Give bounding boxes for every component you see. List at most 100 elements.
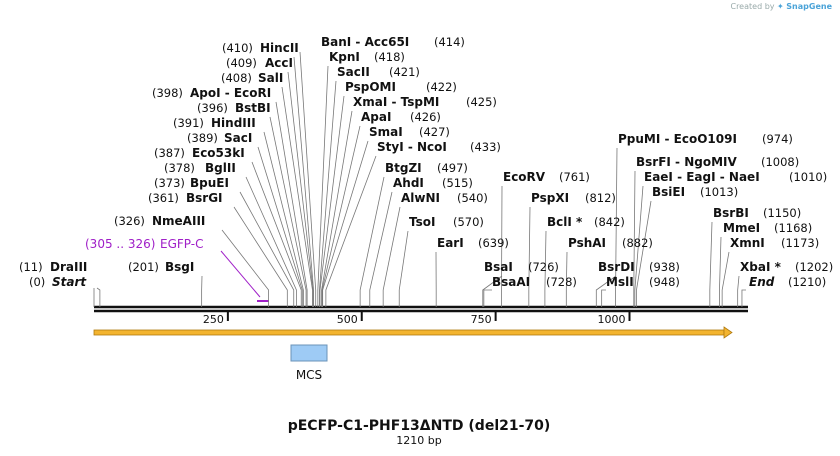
- site-hindiii[interactable]: HindIII(391): [173, 116, 256, 130]
- site-position: (421): [389, 65, 420, 79]
- site-name: MmeI: [723, 221, 760, 235]
- site-pshai[interactable]: PshAI(882): [568, 236, 653, 250]
- site-leader-ppumi-ecoo109i: [615, 147, 618, 307]
- site-leader-lines: [93, 51, 746, 307]
- site-name: BsrFI - NgoMIV: [636, 155, 737, 169]
- site-bani-acc65i[interactable]: BanI - Acc65I(414): [321, 35, 465, 49]
- site-name: HindIII: [211, 116, 256, 130]
- site-leader-bani-acc65i: [299, 51, 317, 307]
- site-acci[interactable]: AccI(409): [226, 56, 293, 70]
- site-styi-ncoi[interactable]: StyI - NcoI(433): [377, 140, 501, 154]
- site-name: BstBI: [235, 101, 271, 115]
- site-position: (1013): [700, 185, 738, 199]
- site-pspxi[interactable]: PspXI(812): [531, 191, 616, 205]
- site-labels: DraIII (11)Start(0) BsgI(201) NmeAIII(326) B…: [19, 35, 833, 289]
- credit-prefix: Created by: [730, 2, 775, 11]
- site-leader-ahdi: [369, 191, 393, 307]
- site-position: (414): [434, 35, 465, 49]
- site-saci[interactable]: SacI(389): [187, 131, 252, 145]
- site-position: (1150): [763, 206, 801, 220]
- site-leader-sali: [281, 86, 313, 307]
- site-nmeaiii[interactable]: NmeAIII(326): [114, 214, 205, 228]
- site-position: (11): [19, 260, 43, 274]
- site-name: PspOMI: [345, 80, 396, 94]
- site-name: AlwNI: [401, 191, 440, 205]
- site-start[interactable]: Start(0): [29, 275, 87, 289]
- site-bsgi[interactable]: BsgI(201): [128, 260, 194, 274]
- site-kpni[interactable]: KpnI(418): [329, 50, 405, 64]
- mcs-feature[interactable]: MCS: [290, 344, 328, 382]
- site-ppumi-ecoo109i[interactable]: PpuMI - EcoO109I(974): [618, 132, 793, 146]
- egfp-c-label: EGFP-C: [160, 237, 203, 251]
- site-smai[interactable]: SmaI(427): [369, 125, 450, 139]
- egfp-c-feature[interactable]: (305 .. 326) EGFP-C: [85, 237, 269, 302]
- site-bsaai[interactable]: BsaAI(728): [492, 275, 577, 289]
- site-name: BsrGI: [186, 191, 223, 205]
- site-bglii[interactable]: BglII(378): [164, 161, 236, 175]
- site-bsrdi[interactable]: BsrDI(938): [598, 260, 680, 274]
- site-position: (396): [197, 101, 228, 115]
- site-bstbi[interactable]: BstBI (396): [197, 101, 271, 115]
- site-mmei[interactable]: MmeI(1168): [723, 221, 812, 235]
- site-apoi-ecori[interactable]: ApoI - EcoRI(398): [152, 86, 271, 100]
- site-name: BsiEI: [652, 185, 685, 199]
- site-name: BsrDI: [598, 260, 635, 274]
- site-position: (570): [453, 215, 484, 229]
- site-name: BsgI: [165, 260, 194, 274]
- site-tsoi[interactable]: TsoI(570): [409, 215, 484, 229]
- site-bsai[interactable]: BsaI(726): [484, 260, 559, 274]
- site-ahdi[interactable]: AhdI(515): [393, 176, 473, 190]
- site-leader-kpni: [317, 65, 329, 307]
- site-bsiei[interactable]: BsiEI (1013): [652, 185, 738, 199]
- site-name: BsaAI: [492, 275, 530, 289]
- site-leader-eco53ki: [251, 161, 302, 307]
- site-bcli[interactable]: BclI * (842): [547, 215, 625, 229]
- site-end[interactable]: End(1210): [749, 275, 826, 289]
- site-msli[interactable]: MslI(948): [606, 275, 680, 289]
- site-bsrgi[interactable]: BsrGI(361): [148, 191, 223, 205]
- site-leader-msli: [601, 289, 606, 307]
- site-leader-tsoi: [398, 230, 409, 307]
- site-xmai-tspmi[interactable]: XmaI - TspMI(425): [353, 95, 497, 109]
- site-position: (422): [426, 80, 457, 94]
- site-name: ApaI: [361, 110, 391, 124]
- site-bsrbi[interactable]: BsrBI(1150): [713, 206, 801, 220]
- site-xbai[interactable]: XbaI *(1202): [740, 260, 833, 274]
- site-position: (326): [114, 214, 145, 228]
- site-hincii[interactable]: HincII(410): [222, 41, 299, 55]
- site-name: BsaI: [484, 260, 513, 274]
- site-leader-bsrbi: [709, 221, 713, 307]
- site-btgzi[interactable]: BtgZI(497): [385, 161, 468, 175]
- credit-brand: SnapGene: [786, 2, 832, 11]
- site-pspomi[interactable]: PspOMI (422): [345, 80, 457, 94]
- site-name: ApoI - EcoRI: [190, 86, 271, 100]
- site-ecorv[interactable]: EcoRV(761): [503, 170, 590, 184]
- site-apai[interactable]: ApaI(426): [361, 110, 441, 124]
- site-xmni[interactable]: XmnI(1173): [730, 236, 819, 250]
- site-leader-hincii: [293, 56, 314, 307]
- site-leader-draiii: [96, 287, 101, 307]
- site-sacii[interactable]: SacII(421): [337, 65, 420, 79]
- site-position: (842): [594, 215, 625, 229]
- site-eaei-eagi-naei[interactable]: EaeI - EagI - NaeI(1010): [644, 170, 827, 184]
- site-alwni[interactable]: AlwNI(540): [401, 191, 488, 205]
- site-leader-bsaai: [483, 289, 492, 307]
- site-name: BclI *: [547, 215, 583, 229]
- site-leader-pspomi: [319, 95, 345, 307]
- site-bsrfi-ngomiv[interactable]: BsrFI - NgoMIV(1008): [636, 155, 799, 169]
- site-name: DraIII: [50, 260, 87, 274]
- site-name: EcoRV: [503, 170, 546, 184]
- site-bpuei[interactable]: BpuEI(373): [154, 176, 229, 190]
- ruler-tick-label: 250: [203, 313, 224, 326]
- site-name: EaeI - EagI - NaeI: [644, 170, 760, 184]
- site-eco53ki[interactable]: Eco53kI(387): [154, 146, 245, 160]
- site-name: HincII: [260, 41, 299, 55]
- site-leader-saci: [257, 146, 303, 307]
- orf-arrow[interactable]: [93, 326, 733, 339]
- site-sali[interactable]: SalI(408): [221, 71, 283, 85]
- site-name: BtgZI: [385, 161, 422, 175]
- site-position: (427): [419, 125, 450, 139]
- site-eari[interactable]: EarI(639): [437, 236, 509, 250]
- site-draiii[interactable]: DraIII (11): [19, 260, 87, 274]
